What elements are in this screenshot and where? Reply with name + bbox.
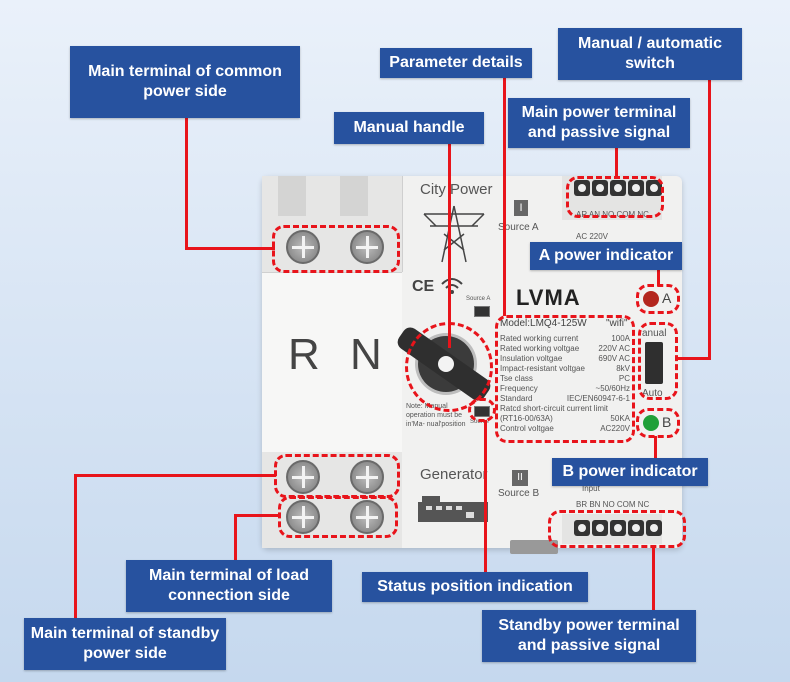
callout-manual-auto-switch: Manual / automatic switch [558, 28, 742, 80]
ce-mark: CE [412, 278, 435, 295]
source-a-small-label: Source A [466, 296, 491, 302]
callout-main-common: Main terminal of common power side [70, 46, 300, 118]
spec-row: (RT16-00/63A)50KA [500, 414, 630, 423]
bolt-icon [350, 230, 384, 264]
terminal-screw [628, 520, 644, 536]
highlight-top-main-terminals [272, 225, 400, 273]
generator-label: Generator [420, 466, 488, 483]
callout-standby-terminal: Standby power terminal and passive signa… [482, 610, 696, 662]
leader-line [185, 118, 188, 250]
model-label: Model:LMQ4-125W [500, 318, 587, 329]
top-terminal-labels: AR AN NO COM NC [576, 210, 649, 219]
brand-logo: LVMA [516, 285, 581, 310]
source-a-label: Source A [498, 222, 539, 233]
leader-line [484, 420, 487, 576]
ac220-label: AC 220V [576, 232, 609, 241]
bolt-icon [286, 230, 320, 264]
highlight-indicator-b [636, 408, 680, 438]
bolt-icon [286, 500, 320, 534]
input-label: Input [582, 484, 600, 493]
callout-manual-handle: Manual handle [334, 112, 484, 144]
leader-line [708, 80, 711, 360]
indicator-a-label: A [662, 290, 672, 306]
terminal-screw [574, 180, 590, 196]
top-left-channel-2 [340, 176, 368, 216]
mode-switch[interactable] [645, 342, 663, 384]
highlight-spec-table [495, 315, 635, 443]
rn-panel [262, 272, 402, 454]
leader-line [234, 514, 280, 517]
callout-main-power-terminal: Main power terminal and passive signal [508, 98, 690, 148]
manual-label: anual [642, 328, 667, 339]
callout-main-standby: Main terminal of standby power side [24, 618, 226, 670]
roman-one-badge: I [514, 200, 528, 216]
highlight-bottom-main-terminals [274, 454, 400, 498]
leader-line [74, 474, 77, 620]
source-small-label: Source [470, 419, 490, 425]
indicator-b-label: B [662, 414, 672, 430]
bottom-terminal-labels: BR BN NO COM NC [576, 500, 650, 509]
source-a-window [474, 306, 490, 317]
leader-line [234, 514, 237, 560]
highlight-bottom-terminals [548, 510, 686, 548]
letter-r: R [288, 330, 320, 379]
spec-row: Frequency~50/60Hz [500, 384, 630, 393]
terminal-screw [592, 520, 608, 536]
top-left-channel-1 [278, 176, 306, 216]
callout-a-power-indicator: A power indicator [530, 242, 682, 270]
letter-n: N [350, 330, 382, 379]
leader-line [615, 148, 618, 178]
terminal-screw [610, 520, 626, 536]
callout-status-position: Status position indication [362, 572, 588, 602]
highlight-mode-switch [638, 322, 678, 400]
wifi-label: "wifi" [606, 318, 628, 329]
bolt-icon [350, 460, 384, 494]
roman-two-badge: II [512, 470, 528, 486]
leader-line [503, 76, 506, 316]
terminal-screw [592, 180, 608, 196]
leader-line [448, 142, 451, 348]
bolt-icon [350, 500, 384, 534]
spec-row: Ratcd short-circuit current limit [500, 404, 609, 413]
terminal-screw [610, 180, 626, 196]
leader-line [657, 268, 660, 286]
leader-line [185, 247, 275, 250]
bolt-icon [286, 460, 320, 494]
city-power-label: City Power [420, 181, 493, 198]
manual-note: Note: Manual operation must be in'Ma- nu… [406, 403, 466, 428]
callout-b-power-indicator: B power indicator [552, 458, 708, 486]
highlight-load-terminals [278, 496, 398, 538]
auto-label: Auto [642, 388, 663, 399]
terminal-screw [574, 520, 590, 536]
leader-line [654, 436, 657, 460]
highlight-indicator-a [636, 284, 680, 314]
highlight-status-window [468, 398, 496, 422]
leader-line [74, 474, 276, 477]
highlight-top-terminals [566, 176, 664, 218]
leader-line [676, 357, 711, 360]
terminal-screw [646, 520, 662, 536]
terminal-screw [628, 180, 644, 196]
source-b-label: Source B [498, 488, 540, 499]
leader-line [652, 546, 655, 612]
pylon-icon [423, 205, 485, 263]
din-clip [510, 540, 558, 554]
callout-main-load: Main terminal of load connection side [126, 560, 332, 612]
wifi-icon [441, 278, 463, 294]
callout-parameter-details: Parameter details [380, 48, 532, 78]
generator-icon [418, 496, 488, 522]
